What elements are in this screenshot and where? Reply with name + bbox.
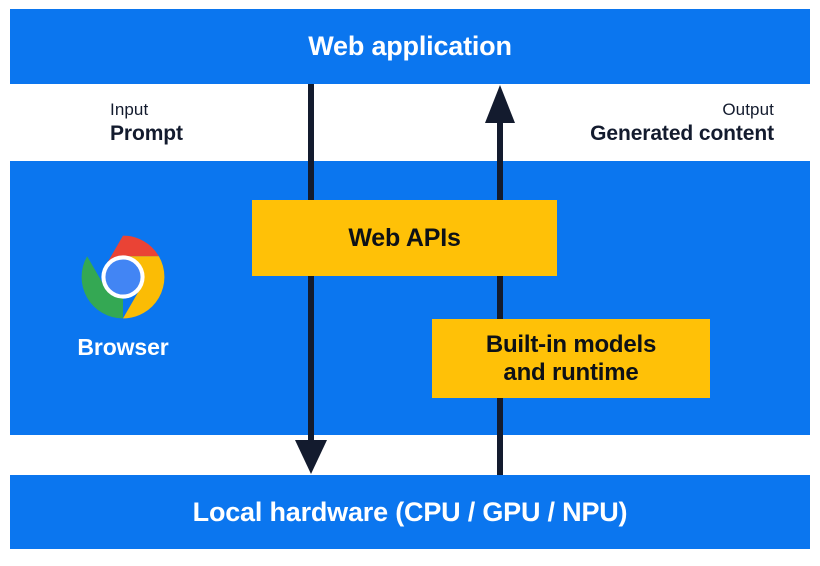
- input-caption: Input Prompt: [110, 100, 183, 147]
- arrow-up-icon: [485, 85, 515, 475]
- input-value-label: Prompt: [110, 122, 183, 146]
- browser-block: Browser: [48, 232, 198, 359]
- input-kind-label: Input: [110, 100, 149, 119]
- layer-local-hardware: Local hardware (CPU / GPU / NPU): [10, 475, 810, 549]
- output-caption: Output Generated content: [590, 100, 774, 147]
- output-kind-label: Output: [722, 100, 774, 119]
- layer-web-application: Web application: [10, 9, 810, 84]
- chrome-logo-icon: [81, 235, 165, 319]
- builtin-models-label: Built-in models and runtime: [485, 330, 657, 386]
- builtin-models-box[interactable]: Built-in models and runtime: [432, 319, 710, 398]
- local-hardware-label: Local hardware (CPU / GPU / NPU): [192, 496, 628, 527]
- web-apis-label: Web APIs: [348, 223, 461, 252]
- output-value-label: Generated content: [590, 122, 774, 146]
- web-apis-box[interactable]: Web APIs: [252, 200, 557, 276]
- web-application-label: Web application: [308, 31, 512, 61]
- browser-label: Browser: [77, 334, 169, 360]
- arrow-down-icon: [295, 84, 327, 474]
